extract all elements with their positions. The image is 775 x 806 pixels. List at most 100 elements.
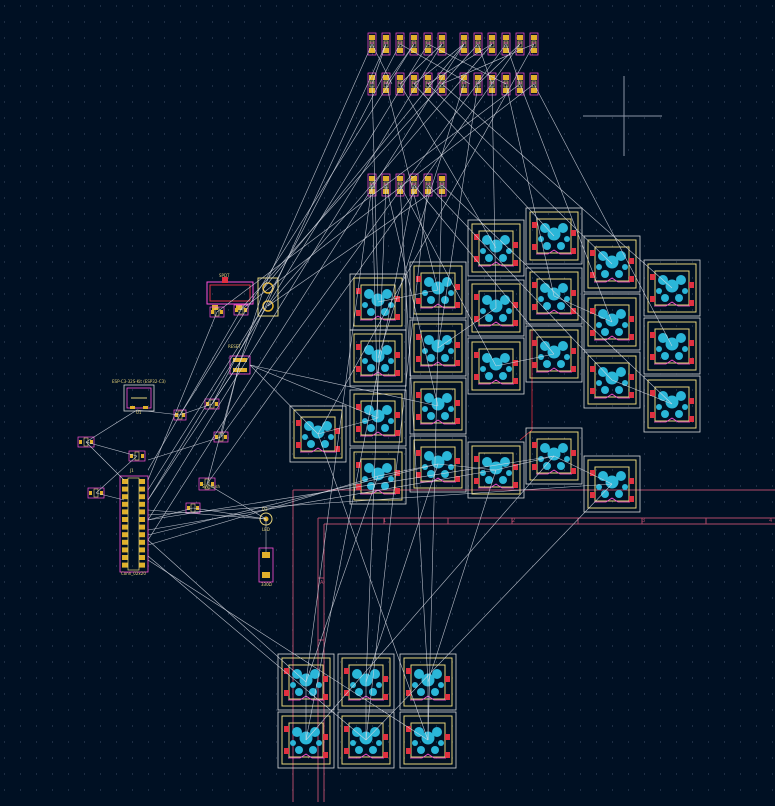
switch-courtyard: [467, 219, 525, 277]
ratsnest-line: [441, 83, 673, 289]
ratsnest-line: [249, 364, 379, 419]
switch-pad-smd: [356, 310, 361, 316]
switch-pad: [485, 372, 493, 380]
switch-silk: [360, 489, 396, 495]
switch-pad-smd: [395, 488, 400, 494]
switch-pad-smd: [416, 450, 421, 456]
switch-pad-smd: [590, 366, 595, 372]
switch-pad: [316, 682, 322, 688]
switch-pad: [442, 393, 452, 403]
ratsnest-line: [413, 43, 465, 85]
switch-silk: [536, 469, 572, 475]
switch-pad-smd: [284, 690, 289, 696]
switch-pad: [376, 682, 382, 688]
switch-pad-smd: [629, 316, 634, 322]
switch-silk: [410, 753, 446, 759]
switch-pad: [615, 328, 623, 336]
switch-outline: [587, 355, 637, 405]
switch-pad: [596, 380, 602, 386]
switch-pad-smd: [356, 288, 361, 294]
diode-pad: [411, 48, 417, 53]
misc-components[interactable]: [77, 277, 279, 583]
diode-pad: [503, 35, 509, 40]
switch-courtyard: [525, 427, 583, 485]
diode-body: [397, 40, 403, 48]
led-ref-label: D2: [262, 507, 268, 512]
led-value-label: LED: [262, 527, 270, 532]
switch-pad-smd: [590, 470, 595, 476]
switch-pad: [432, 669, 442, 679]
capacitor: [87, 487, 105, 499]
switch-outline: [647, 321, 697, 371]
module-ref-label: U1: [136, 410, 142, 415]
switch-pad: [369, 688, 377, 696]
diode-pad: [517, 35, 523, 40]
switch-pad: [682, 288, 688, 294]
diode-pad: [461, 48, 467, 53]
switch-silk: [536, 249, 572, 255]
diode-courtyard: [437, 32, 447, 56]
diode-pad: [397, 75, 403, 80]
diode-pad: [531, 48, 537, 53]
switch-pad-smd: [513, 320, 518, 326]
switch-pad-smd: [571, 348, 576, 354]
switch-pad: [310, 669, 320, 679]
switch-silk: [420, 361, 456, 367]
relay: [206, 277, 279, 317]
diode-pad: [461, 88, 467, 93]
switch-courtyard: [525, 325, 583, 383]
ratsnest-line: [147, 509, 267, 520]
switch-pad: [500, 457, 510, 467]
diode-pad: [503, 88, 509, 93]
switch-pad-smd: [513, 302, 518, 308]
ratsnest-line: [441, 184, 673, 405]
ratsnest-line: [147, 43, 465, 541]
switch-pad: [615, 490, 623, 498]
switch-pad-smd: [532, 340, 537, 346]
pin-header-pad: [122, 501, 128, 507]
diode-body: [517, 40, 523, 48]
switch-pad: [292, 727, 302, 737]
ratsnest-line: [147, 455, 555, 521]
resistor-pad: [262, 572, 270, 578]
diode-courtyard: [381, 72, 391, 96]
capacitor-pad: [130, 454, 133, 458]
switch-pad: [355, 746, 363, 754]
switch-silk: [536, 309, 572, 315]
switch-pad: [499, 254, 507, 262]
switch-pad-smd: [513, 464, 518, 470]
diode-pad: [397, 48, 403, 53]
switch-pad: [448, 406, 454, 412]
diode: [381, 32, 391, 56]
switch-outline: [413, 323, 463, 373]
diode: [409, 32, 419, 56]
key-switch: [525, 207, 583, 265]
resistor-small-body: [214, 307, 220, 317]
ratsnest-line: [206, 483, 267, 520]
switch-pad: [622, 322, 628, 328]
relay-label: SPDT: [219, 273, 230, 278]
switch-pad-smd: [532, 222, 537, 228]
switch-pad: [564, 296, 570, 302]
switch-outline: [529, 329, 579, 379]
switch-pad: [601, 270, 609, 278]
pin-header-pad: [139, 555, 145, 560]
diode-pad: [439, 88, 445, 93]
switch-pad-smd: [571, 248, 576, 254]
switch-pad: [362, 302, 368, 308]
ratsnest-line: [147, 309, 242, 471]
switch-pad-smd: [356, 462, 361, 468]
switch-silk: [654, 359, 690, 365]
diode-pad: [461, 35, 467, 40]
ratsnest-line: [553, 455, 613, 485]
push-switch-pad: [200, 482, 203, 486]
diode-pad: [531, 35, 537, 40]
resistor-small-pad: [206, 402, 209, 406]
relay-body: [209, 284, 251, 302]
resistor-small-courtyard: [233, 304, 249, 316]
diode-pad: [411, 75, 417, 80]
switch-pad-smd: [416, 392, 421, 398]
switch-pad: [656, 288, 662, 294]
